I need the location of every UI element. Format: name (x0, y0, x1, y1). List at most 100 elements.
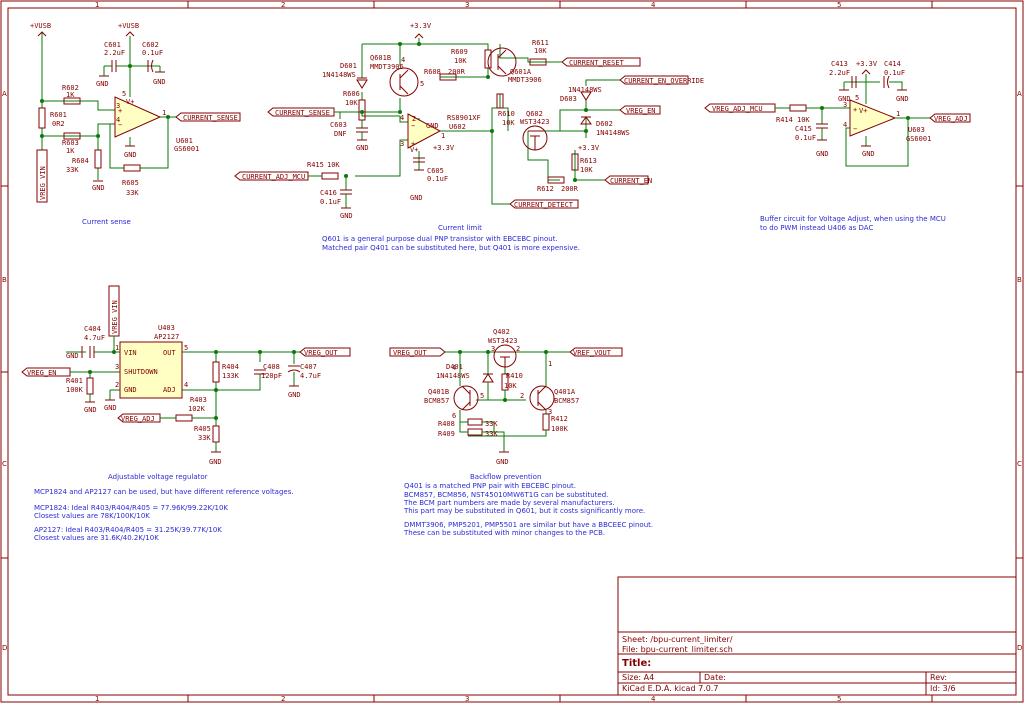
title-file: File: bpu-current_limiter.sch (622, 645, 733, 654)
u403-pin-out: OUT (163, 349, 176, 357)
svg-text:1: 1 (115, 344, 119, 352)
p3v3-u602: +3.3V (433, 144, 455, 152)
q601b-ref: Q601B (370, 54, 391, 62)
svg-text:2: 2 (115, 381, 119, 389)
svg-text:VREF_VOUT: VREF_VOUT (573, 349, 612, 357)
grid-col-1: 1 (95, 1, 99, 9)
d401-value: 1N4148WS (436, 372, 470, 380)
grid-row-a-right: A (1017, 90, 1022, 98)
title-rev: Rev: (930, 673, 947, 682)
svg-text:4: 4 (452, 364, 456, 372)
gnd-r604: GND (92, 184, 105, 192)
r604-ref: R604 (72, 157, 89, 165)
c415-value: 0.1uF (795, 134, 816, 142)
svg-text:5: 5 (855, 94, 859, 102)
r409-value: 33K (485, 430, 498, 438)
q602-ref: Q602 (526, 110, 543, 118)
note-backflow-line2: BCM857, BCM856, NST45010MW6T1G can be su… (404, 491, 608, 499)
svg-text:VREG_VIN: VREG_VIN (111, 300, 119, 334)
q401b-ref: Q401B (428, 388, 449, 396)
r408-value: 33K (485, 420, 498, 428)
c601-ref: C601 (104, 41, 121, 49)
svg-text:−: − (118, 121, 122, 129)
c603-value: DNF (334, 130, 347, 138)
c415-ref: C415 (795, 125, 812, 133)
p3v3-r613: +3.3V (578, 144, 600, 152)
q401b-value: BCM857 (424, 397, 449, 405)
svg-text:5: 5 (420, 80, 424, 88)
grid-row-b-right: B (1017, 276, 1022, 284)
r409-ref: R409 (438, 430, 455, 438)
r408-ref: R408 (438, 420, 455, 428)
grid-rows-left: A B C D (1, 90, 8, 652)
gnd-c404: GND (66, 352, 79, 360)
gnd-c407: GND (288, 391, 301, 399)
note-current-limit: Current limit (438, 224, 482, 232)
u602-ref: U602 (449, 123, 466, 131)
c605-value: 0.1uF (427, 175, 448, 183)
r410-ref: R410 (506, 372, 523, 380)
grid-col-3-bottom: 3 (465, 695, 469, 703)
vreg-adj-label-out: VREG_ADJ (929, 113, 971, 123)
p3v3-label-u603: +3.3V (856, 60, 878, 68)
r603-ref: R603 (62, 139, 79, 147)
current-reset-label: CURRENT_RESET (561, 57, 641, 67)
svg-text:CURRENT_EN_OVERRIDE: CURRENT_EN_OVERRIDE (624, 77, 704, 85)
c404-value: 4.7uF (84, 334, 105, 342)
c407-ref: C407 (300, 363, 317, 371)
svg-text:3: 3 (491, 345, 495, 353)
svg-text:1: 1 (162, 109, 166, 117)
r405-ref: R405 (194, 425, 211, 433)
q601a-value: MMDT3906 (508, 76, 542, 84)
current-detect-label: CURRENT_DETECT (509, 199, 579, 209)
note-adj-line7: Closest values are 31.6K/40.2K/10K (34, 534, 159, 542)
vreg-en-label-1: VREG_EN (619, 105, 661, 115)
current-en-override-label: CURRENT_EN_OVERRIDE (619, 75, 704, 85)
r608-value: 200R (448, 68, 466, 76)
u603-vplus: V+ (859, 107, 867, 115)
vreg-vin-label-2: VREG_VIN (108, 285, 120, 337)
r604-value: 33K (66, 166, 79, 174)
current-adj-mcu-label: CURRENT_ADJ_MCU (234, 171, 309, 181)
r415-value: 10K (327, 161, 340, 169)
svg-text:VREG_ADJ_MCU: VREG_ADJ_MCU (712, 105, 763, 113)
title-sheet: Sheet: /bpu-current_limiter/ (622, 635, 733, 644)
r606-value: 10K (345, 99, 358, 107)
svg-text:1: 1 (548, 360, 552, 368)
grid-row-c: C (2, 460, 7, 468)
svg-text:VREG_ADJ: VREG_ADJ (121, 415, 155, 423)
vreg-adj-label-in: VREG_ADJ (117, 413, 161, 423)
svg-text:CURRENT_ADJ_MCU: CURRENT_ADJ_MCU (242, 173, 305, 181)
grid-columns-top: 1 2 3 4 5 (95, 1, 933, 9)
q402-ref: Q402 (493, 328, 510, 336)
note-buffer-line1: Buffer circuit for Voltage Adjust, when … (760, 215, 946, 223)
c413-ref: C413 (831, 60, 848, 68)
svg-text:1: 1 (896, 110, 900, 118)
r404-ref: R404 (222, 363, 239, 371)
svg-text:4: 4 (116, 116, 120, 124)
svg-text:4: 4 (401, 56, 405, 64)
svg-text:4: 4 (184, 381, 188, 389)
svg-text:4: 4 (843, 121, 847, 129)
svg-text:2: 2 (516, 345, 520, 353)
r613-value: 10K (580, 166, 593, 174)
r608-ref: R608 (424, 68, 441, 76)
grid-col-4: 4 (651, 1, 656, 9)
c416-value: 0.1uF (320, 198, 341, 206)
gnd-r405: GND (209, 458, 222, 466)
p3v3-label-1: +3.3V (410, 22, 432, 30)
note-q601-line1: Q601 is a general purpose dual PNP trans… (322, 235, 558, 243)
svg-text:CURRENT_SENSE: CURRENT_SENSE (275, 109, 330, 117)
q402-value: WST3423 (488, 337, 518, 345)
current-sense-label-1: CURRENT_SENSE (175, 112, 241, 122)
svg-text:+: + (118, 107, 122, 115)
gnd-u601: GND (124, 151, 137, 159)
u403-ref: U403 (158, 324, 175, 332)
u601-value: GS6001 (174, 145, 199, 153)
grid-col-5-bottom: 5 (837, 695, 841, 703)
note-backflow-line3: The BCM part numbers are made by several… (403, 499, 615, 507)
r401-value: 100K (66, 386, 84, 394)
note-backflow: Backflow prevention (470, 473, 541, 481)
note-backflow-line4: This part may be substituted in Q601, bu… (403, 507, 645, 515)
